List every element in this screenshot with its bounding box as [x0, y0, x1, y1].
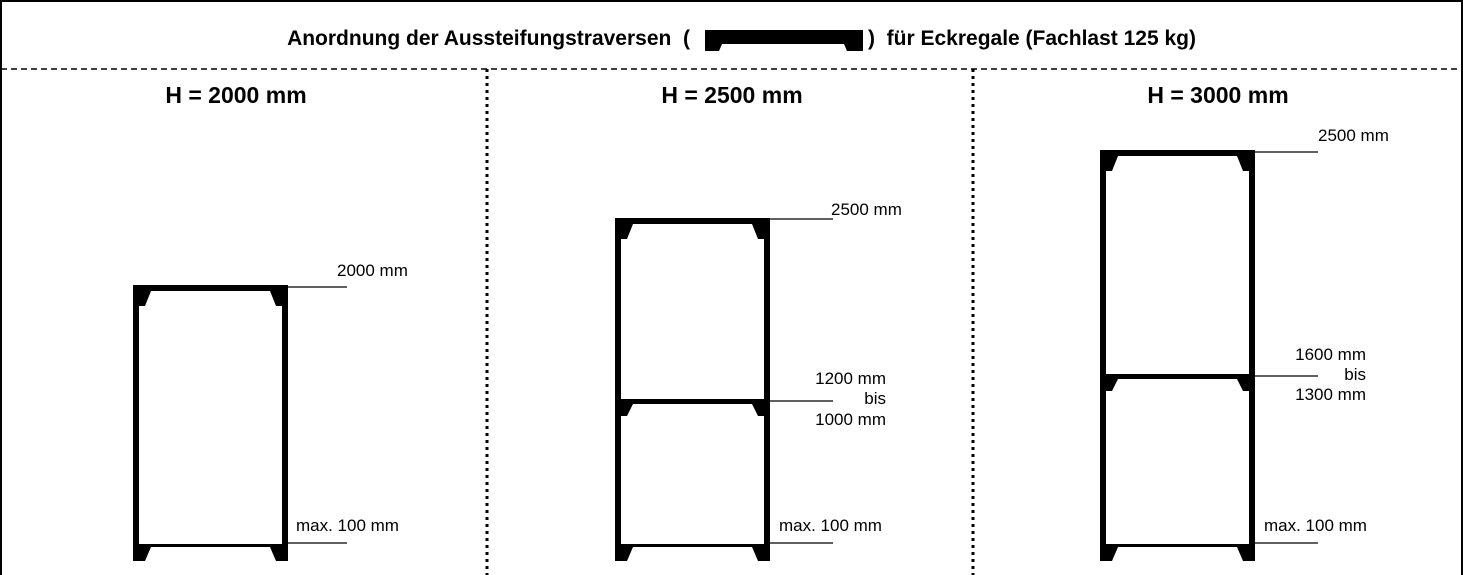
- title-before: Anordnung der Aussteifungstraversen (: [287, 27, 690, 50]
- height-label-top-2000: 2000 mm: [337, 261, 408, 280]
- height-label-bottom-3000: max. 100 mm: [1264, 516, 1367, 535]
- rack-frame-3000: [1100, 150, 1255, 561]
- column-heading-2: H = 2500 mm: [661, 82, 802, 108]
- height-label-middle-2500-b: bis: [864, 389, 886, 408]
- height-label-bottom-2000: max. 100 mm: [296, 516, 399, 535]
- height-label-top-3000: 2500 mm: [1318, 126, 1389, 145]
- column-heading-3: H = 3000 mm: [1147, 82, 1288, 108]
- traverse-symbol-icon: [705, 30, 863, 51]
- column-heading-1: H = 2000 mm: [165, 82, 306, 108]
- height-label-middle-2500-c: 1000 mm: [815, 410, 886, 429]
- height-label-top-2500: 2500 mm: [831, 200, 902, 219]
- rack-frame-2500: [615, 218, 770, 561]
- height-label-bottom-2500: max. 100 mm: [779, 516, 882, 535]
- title-after: ) für Eckregale (Fachlast 125 kg): [868, 27, 1196, 50]
- height-label-middle-2500-a: 1200 mm: [815, 369, 886, 388]
- height-label-middle-3000-c: 1300 mm: [1295, 385, 1366, 404]
- rack-frame-2000: [133, 285, 288, 561]
- height-label-middle-3000-a: 1600 mm: [1295, 345, 1366, 364]
- height-label-middle-3000-b: bis: [1344, 365, 1366, 384]
